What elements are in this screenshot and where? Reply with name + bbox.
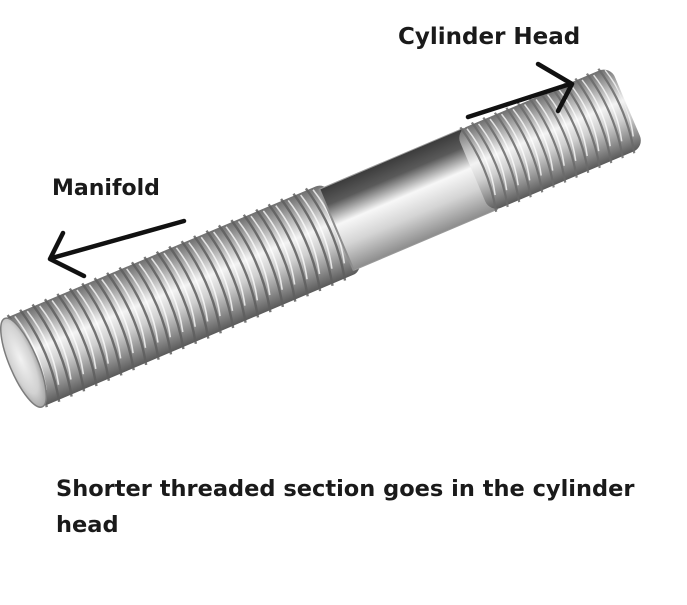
arrow-left-icon xyxy=(47,218,187,279)
caption-text: Shorter threaded section goes in the cyl… xyxy=(56,476,635,538)
long-threaded-section xyxy=(4,185,360,408)
manifold-label: Manifold xyxy=(52,176,160,201)
stud-bolt xyxy=(0,68,641,408)
stud-end-face xyxy=(0,317,48,408)
arrow-right-icon xyxy=(465,61,575,120)
short-threaded-section xyxy=(459,68,641,213)
cylinder-head-label: Cylinder Head xyxy=(398,24,581,50)
